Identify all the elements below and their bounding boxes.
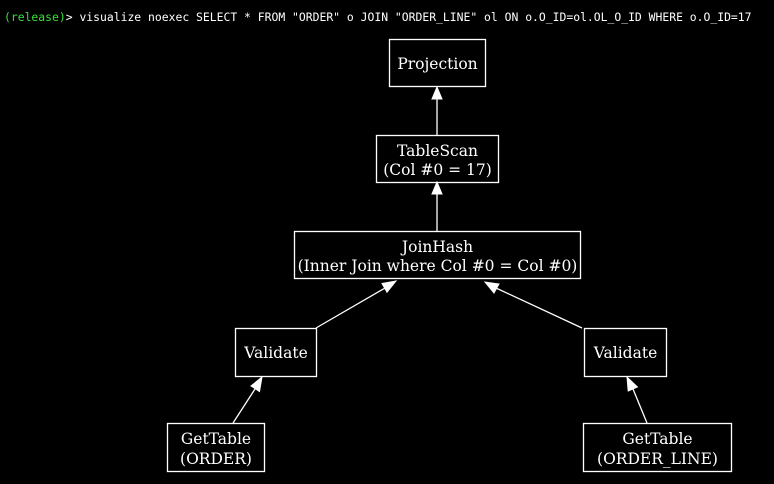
validate-right-label: Validate [593, 344, 658, 362]
prompt-label: (release) [4, 10, 66, 24]
joinhash-condition: (Inner Join where Col #0 = Col #0) [298, 257, 578, 275]
gettable-order-line-table: (ORDER_LINE) [597, 450, 718, 468]
gettable-order-table: (ORDER) [180, 450, 252, 468]
node-projection: Projection [388, 38, 487, 88]
command-text: > visualize noexec SELECT * FROM "ORDER"… [65, 10, 752, 24]
edge-gettable-right-to-validate-right [626, 375, 648, 424]
joinhash-title: JoinHash [400, 238, 473, 256]
validate-left-label: Validate [243, 344, 308, 362]
tablescan-title: TableScan [397, 142, 478, 160]
edge-validate-right-to-joinhash [483, 281, 583, 329]
edge-validate-left-to-joinhash [315, 280, 398, 329]
node-tablescan: TableScan (Col #0 = 17) [375, 134, 500, 184]
edge-tablescan-to-projection [431, 85, 443, 135]
node-gettable-order-line: GetTable (ORDER_LINE) [582, 422, 733, 473]
projection-label: Projection [397, 55, 477, 73]
gettable-order-title: GetTable [181, 430, 251, 448]
gettable-order-line-title: GetTable [622, 430, 692, 448]
command-line: (release)> visualize noexec SELECT * FRO… [4, 9, 752, 25]
node-validate-left: Validate [234, 327, 318, 378]
node-validate-right: Validate [583, 327, 668, 378]
tablescan-condition: (Col #0 = 17) [383, 161, 492, 179]
edge-gettable-left-to-validate-left [232, 375, 263, 424]
node-gettable-order: GetTable (ORDER) [166, 422, 266, 473]
node-joinhash: JoinHash (Inner Join where Col #0 = Col … [293, 230, 582, 280]
edge-joinhash-to-tablescan [431, 180, 443, 231]
